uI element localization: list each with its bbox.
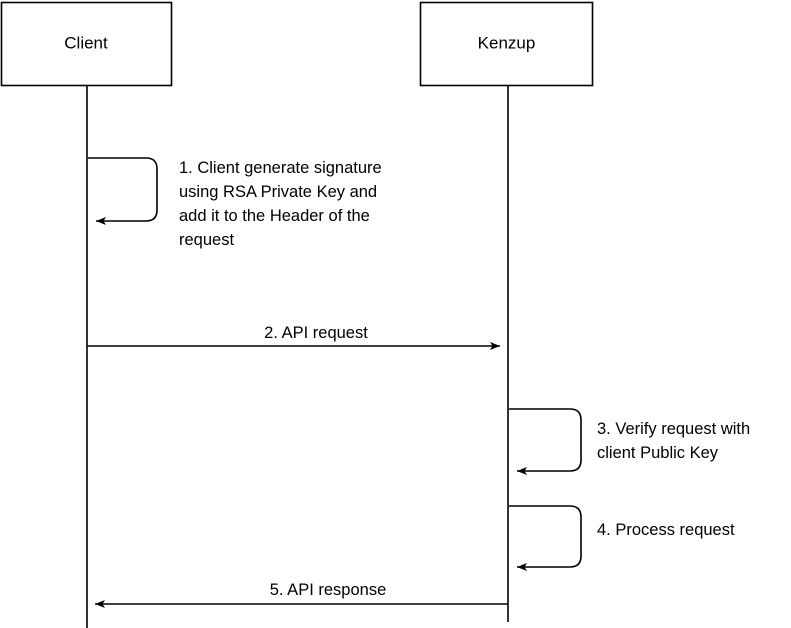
step-4-self-message[interactable]: 4. Process request bbox=[509, 505, 735, 571]
participant-kenzup[interactable]: Kenzup bbox=[419, 1, 594, 87]
participant-client[interactable]: Client bbox=[0, 1, 173, 87]
step-1-self-message[interactable]: 1. Client generate signature using RSA P… bbox=[88, 157, 382, 249]
step-1-label-line-4: request bbox=[179, 231, 234, 249]
step-5-label: 5. API response bbox=[270, 581, 387, 599]
step-4-label: 4. Process request bbox=[597, 521, 735, 539]
participant-kenzup-box[interactable] bbox=[419, 1, 594, 87]
step-3-self-loop-path[interactable] bbox=[509, 408, 582, 475]
participant-client-label: Client bbox=[64, 33, 108, 52]
step-1-label-line-3: add it to the Header of the bbox=[179, 207, 370, 225]
step-1-label-line-1: 1. Client generate signature bbox=[179, 159, 382, 177]
step-5-message[interactable]: 5. API response bbox=[95, 581, 508, 608]
step-3-self-message[interactable]: 3. Verify request with client Public Key bbox=[509, 408, 750, 475]
step-2-label: 2. API request bbox=[264, 324, 368, 342]
step-1-label-line-2: using RSA Private Key and bbox=[179, 183, 377, 201]
step-1-self-loop-path[interactable] bbox=[88, 157, 158, 225]
step-3-label-line-1: 3. Verify request with bbox=[597, 420, 750, 438]
step-3-label-line-2: client Public Key bbox=[597, 444, 719, 462]
participant-kenzup-label: Kenzup bbox=[478, 33, 536, 52]
step-2-message[interactable]: 2. API request bbox=[87, 324, 500, 350]
participant-client-box[interactable] bbox=[0, 1, 173, 87]
step-4-self-loop-path[interactable] bbox=[509, 505, 582, 571]
